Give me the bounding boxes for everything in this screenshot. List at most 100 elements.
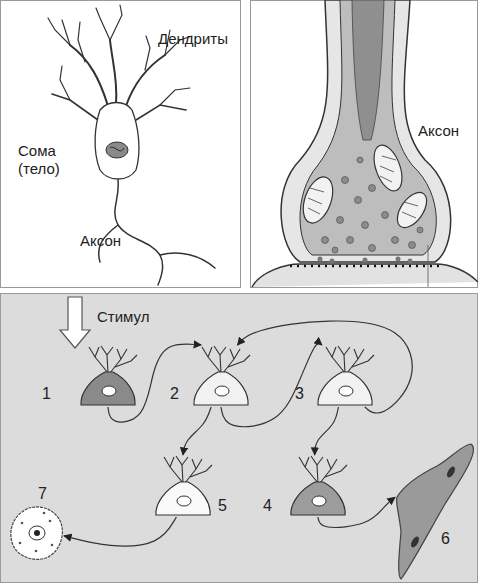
synaptic-cleft	[318, 257, 413, 264]
nucleus	[177, 496, 191, 506]
part-label: Аксон	[418, 122, 478, 140]
dendrite	[317, 457, 323, 465]
dendrite	[230, 349, 234, 359]
dendrite	[89, 347, 108, 373]
axon-connector	[108, 344, 201, 422]
vesicle	[392, 237, 399, 244]
axon-connector	[183, 407, 211, 455]
dendrite	[202, 347, 221, 373]
dendrite	[70, 45, 108, 106]
dendrite	[96, 8, 110, 40]
dendrite	[110, 349, 127, 373]
callout-number: 5	[218, 497, 227, 515]
callout-number: 3	[295, 385, 304, 403]
dendrite	[327, 459, 331, 469]
crista	[308, 188, 324, 214]
dendrite	[126, 55, 165, 106]
dendrite	[95, 347, 99, 357]
dendrite	[52, 94, 98, 120]
neuron-cell	[188, 345, 254, 407]
neuron-node: 5	[150, 455, 216, 517]
dendrite	[176, 456, 183, 483]
dendrite	[338, 346, 345, 373]
vesicle	[382, 212, 389, 219]
callout-number: 6	[441, 530, 450, 548]
dendrite	[170, 457, 174, 467]
axon-core	[352, 0, 384, 140]
panel-frame	[1, 1, 241, 288]
dendrite	[48, 18, 70, 45]
axon	[115, 180, 163, 285]
dendrite	[214, 346, 221, 373]
neurotransmitter	[330, 259, 335, 264]
neuron-node: 3	[312, 345, 378, 407]
neuron-body	[318, 372, 372, 405]
part-label: Дендриты	[158, 30, 238, 48]
crista	[402, 202, 418, 218]
granule	[21, 522, 24, 525]
dendrite	[145, 36, 150, 70]
neuron-cell	[312, 345, 378, 407]
nucleolus	[34, 530, 40, 536]
nucleus	[445, 465, 456, 478]
dendrite	[107, 347, 113, 355]
granule	[19, 542, 22, 545]
soma	[95, 103, 139, 180]
dendrite	[208, 347, 212, 357]
dendrite	[110, 5, 122, 40]
dendrite	[164, 457, 183, 483]
axon-connector	[238, 321, 413, 413]
dendrite	[117, 349, 121, 359]
crista	[380, 156, 396, 182]
dendrite	[326, 347, 345, 373]
granule	[49, 520, 52, 523]
neuron-body	[194, 372, 248, 405]
dendrite	[311, 456, 318, 483]
dendrite	[192, 459, 196, 469]
neuron-body	[156, 482, 210, 515]
vesicle	[369, 245, 376, 252]
axon-connector	[221, 343, 322, 426]
callout-number: 7	[38, 485, 47, 503]
dendrite	[332, 347, 336, 357]
dendrite	[352, 355, 374, 367]
part-label: Аксон	[80, 232, 140, 250]
vesicle	[409, 242, 416, 249]
vesicle	[322, 237, 329, 244]
dendrite	[223, 349, 240, 373]
stimulus-arrow	[60, 297, 90, 348]
nucleus	[29, 526, 45, 540]
neuron-cell	[150, 455, 216, 517]
neurotransmitter	[408, 259, 413, 264]
mitochondria	[298, 141, 433, 232]
dendrite	[354, 349, 358, 359]
vesicle	[417, 227, 423, 233]
vesicle	[347, 237, 354, 244]
panel-frame	[1, 294, 478, 583]
dendrite	[299, 457, 318, 483]
vesicle	[357, 157, 363, 163]
mitochondrion	[369, 141, 408, 194]
gland-cell	[8, 505, 64, 561]
vesicle	[362, 222, 369, 229]
gland-cell	[11, 507, 63, 559]
muscle-fiber	[396, 444, 473, 579]
cristae	[308, 156, 418, 218]
dendrite	[136, 105, 186, 120]
dendrite	[60, 66, 70, 100]
neuron-cell	[285, 455, 351, 517]
stimulus-label: Стимул	[97, 308, 177, 326]
muscle-cell	[395, 442, 475, 580]
vesicle	[355, 197, 362, 204]
dendrite	[190, 465, 212, 477]
dendrite	[110, 40, 116, 103]
dendrite	[305, 457, 309, 467]
neurotransmitter	[396, 257, 401, 262]
neurotransmitter	[363, 258, 368, 263]
callout-number: 4	[263, 497, 272, 515]
nucleolus	[110, 147, 124, 151]
panel-frame	[251, 1, 478, 288]
postsynaptic-membrane	[252, 264, 478, 287]
dendrite	[185, 459, 202, 483]
